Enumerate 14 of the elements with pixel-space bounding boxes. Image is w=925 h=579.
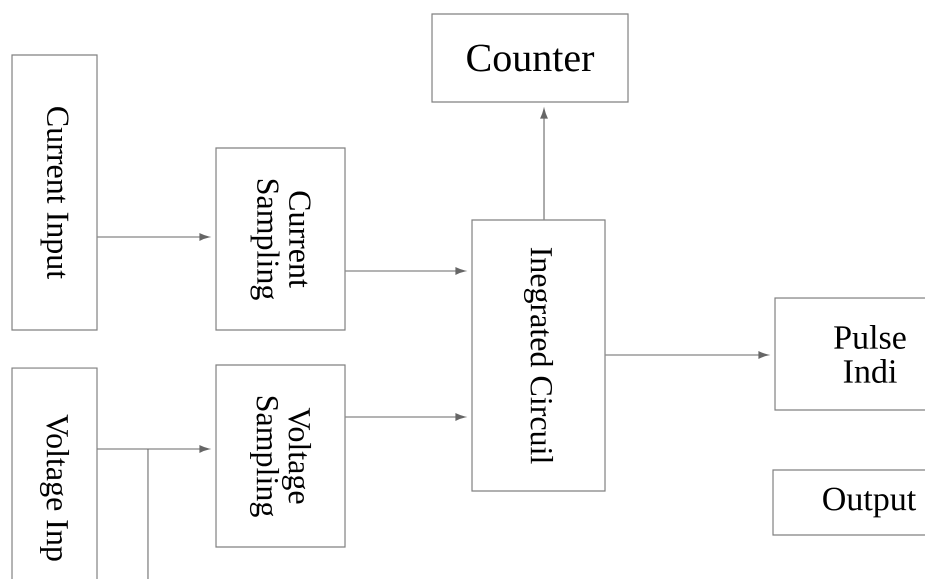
block-box: Voltage Inp	[11, 367, 98, 579]
block-box: Counter	[431, 13, 629, 103]
arrow	[98, 233, 210, 241]
connector-line	[98, 448, 149, 579]
block-box: Current Sampling	[215, 147, 346, 331]
arrow	[346, 267, 466, 275]
block-box: Voltage Sampling	[215, 364, 346, 548]
arrow	[606, 351, 768, 359]
block-box: Inegrated Circuil	[471, 219, 606, 492]
arrow	[346, 413, 466, 421]
block-box: Output	[772, 469, 925, 536]
arrow	[540, 108, 548, 220]
block-box: Pulse Indi	[774, 297, 925, 411]
block-box: Current Input	[11, 54, 98, 331]
